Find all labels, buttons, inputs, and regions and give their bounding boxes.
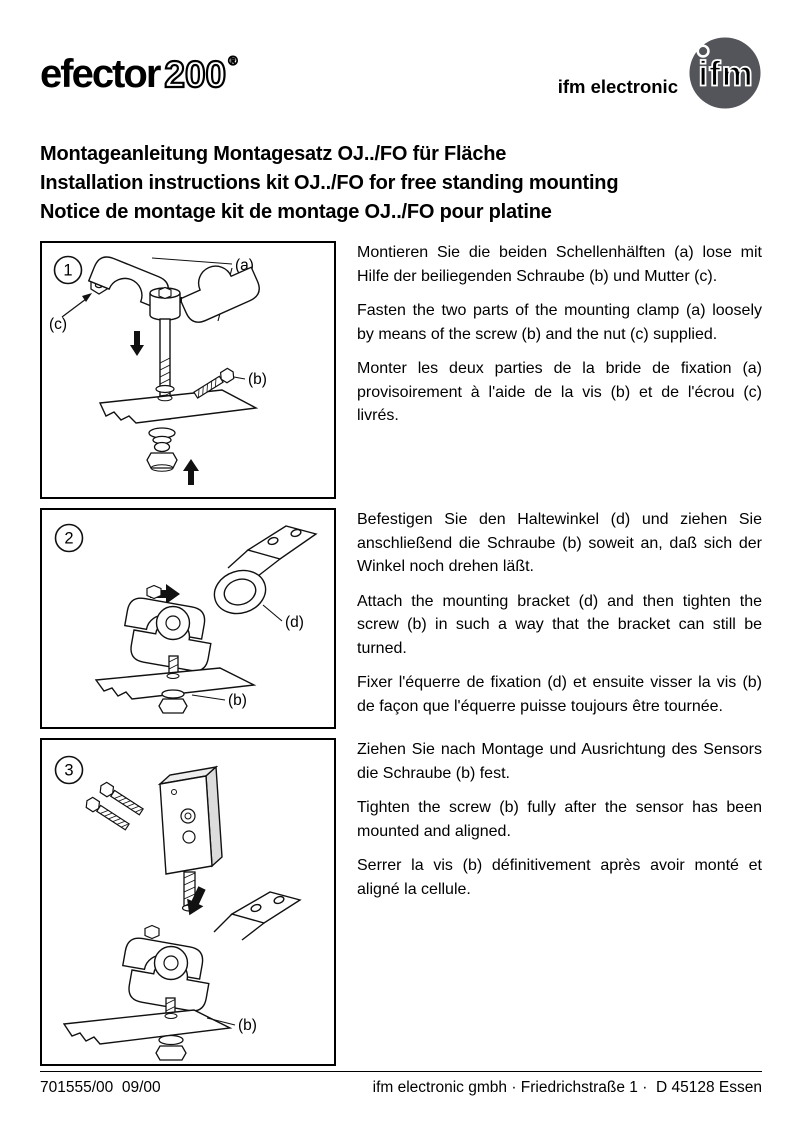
clamp-assembly [121,924,210,1012]
label-d: (d) [285,614,304,631]
label-b: (b) [248,371,267,388]
registered-trademark: ® [228,53,239,68]
step-1-text-german: Montieren Sie die beiden Schellenhälften… [357,244,762,285]
clamp-half-right [179,265,260,323]
mounting-plate [62,1009,233,1045]
label-c: (c) [49,316,67,333]
title-block: Montageanleitung Montagesatz OJ../FO für… [40,140,762,227]
label-b: (b) [228,692,247,709]
step-3-badge [54,755,84,785]
figure-step-2: 2 (d) [40,508,336,729]
title-german: Montageanleitung Montagesatz OJ../FO für… [40,143,507,165]
step-1-texts: Montieren Sie die beiden Schellenhälften… [357,241,762,428]
step-2-text-english: Attach the mounting bracket (d) and then… [357,592,762,657]
instruction-step-1: 1 (a) (c) [40,241,762,499]
clamp-assembly [123,584,212,672]
title-english: Installation instructions kit OJ../FO fo… [40,172,619,194]
publisher-address: ifm electronic gmbh · Friedrichstraße 1 … [372,1079,762,1096]
arrow-down-icon [130,331,144,356]
step-1-number: 1 [63,262,72,280]
step-2-badge [54,523,84,553]
washer-nut-stack [158,689,188,714]
label-b-leader [206,1017,236,1026]
mounting-plate [94,667,257,700]
arrow-right-icon [150,584,180,604]
efector-logo-name: efector [40,52,161,96]
fixing-screw-1 [85,796,130,831]
company-block: ifm electronic ifm [558,36,762,110]
instruction-step-2: 2 (d) [40,508,762,729]
efector-logo-series: 200 [163,54,227,95]
instruction-step-3: 3 [40,738,762,1066]
screw-b [193,367,235,399]
step-3-texts: Ziehen Sie nach Montage und Ausrichtung … [357,738,762,901]
company-name: ifm electronic [557,76,678,97]
figure-step-3: 3 [40,738,336,1066]
footer: 701555/00 09/00 ifm electronic gmbh · Fr… [40,1071,762,1097]
step-2-text-french: Fixer l'équerre de fixation (d) et ensui… [357,674,762,715]
step-2-texts: Befestigen Sie den Haltewinkel (d) und z… [357,508,762,718]
label-d-leader [262,604,283,622]
label-b-leader [233,376,246,380]
bracket-d [213,525,318,615]
title-french: Notice de montage kit de montage OJ../FO… [40,201,552,223]
ifm-logo-text: ifm [698,55,754,94]
figure-3-drawing: 3 [54,755,302,1061]
label-c-arrow [61,293,92,318]
step-2-text-german: Befestigen Sie den Haltewinkel (d) und z… [357,511,762,575]
ifm-logo-icon: ifm [689,37,761,109]
instructions: 1 (a) (c) [40,241,762,1066]
washer-nut-stack [155,1034,187,1061]
step-3-text-french: Serrer la vis (b) définitivement après a… [357,857,762,898]
step-3-number: 3 [64,762,73,780]
step-2-number: 2 [64,530,73,548]
washer-nut-stack [146,427,178,472]
figure-2-drawing: 2 (d) [54,523,318,714]
arrow-down-left-icon [187,886,206,916]
label-b-leader [191,694,226,701]
figure-step-1: 1 (a) (c) [40,241,336,499]
fixing-screw-2 [99,781,144,816]
step-1-text-english: Fasten the two parts of the mounting cla… [357,302,762,343]
label-b: (b) [238,1017,257,1034]
screw-vertical [149,286,181,420]
arrow-up-icon [183,459,199,485]
step-1-badge [53,255,83,285]
step-3-text-english: Tighten the screw (b) fully after the se… [357,799,762,840]
figure-1-drawing: 1 (a) (c) [49,255,267,485]
sensor-body [157,765,223,875]
step-1-text-french: Monter les deux parties de la bride de f… [357,360,762,424]
doc-number: 701555/00 09/00 [40,1079,161,1096]
mounting-plate [98,389,259,424]
bracket [213,891,302,941]
step-3-text-german: Ziehen Sie nach Montage und Ausrichtung … [357,741,762,782]
